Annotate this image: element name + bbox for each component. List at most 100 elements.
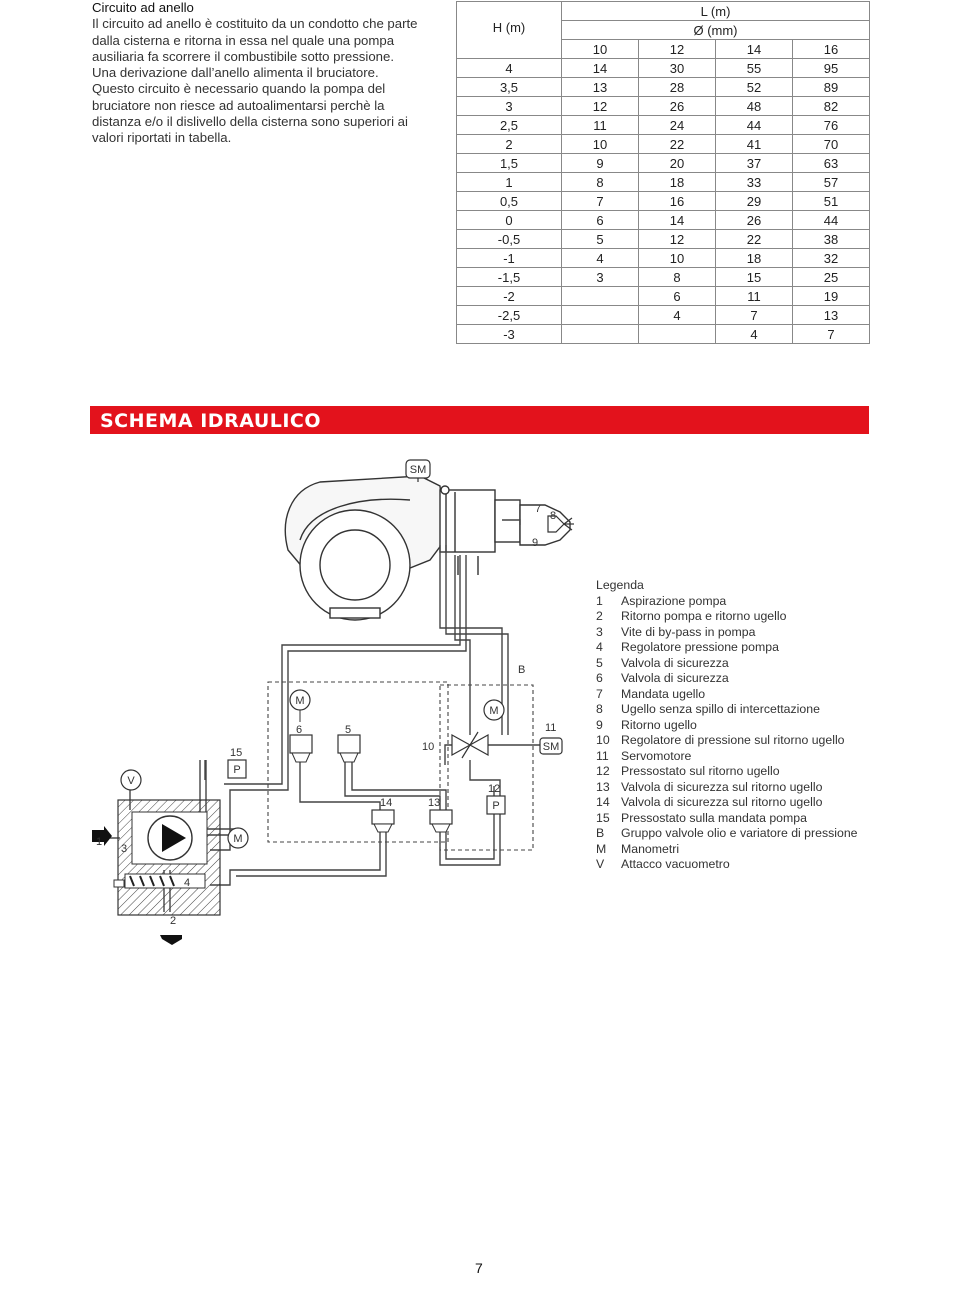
legend-text: Aspirazione pompa bbox=[621, 593, 727, 608]
table-value-cell: 13 bbox=[561, 77, 639, 97]
table-h-cell: -2,5 bbox=[456, 305, 562, 325]
label-13: 13 bbox=[428, 797, 440, 809]
table-diameter-cell: 14 bbox=[715, 39, 793, 59]
intro-paragraph-3: Questo circuito è necessario quando la p… bbox=[92, 81, 408, 146]
legend-item: 2 Ritorno pompa e ritorno ugello bbox=[596, 609, 858, 625]
table-h-cell: 3,5 bbox=[456, 77, 562, 97]
table-value-cell: 32 bbox=[792, 248, 870, 268]
intro-paragraph-2: Una derivazione dall’anello alimenta il … bbox=[92, 65, 379, 81]
table-value-cell: 30 bbox=[638, 58, 716, 78]
table-value-cell: 22 bbox=[715, 229, 793, 249]
table-value-cell: 14 bbox=[561, 58, 639, 78]
label-2: 2 bbox=[170, 915, 176, 927]
table-value-cell: 12 bbox=[561, 96, 639, 116]
table-h-cell: 0 bbox=[456, 210, 562, 230]
valve-13 bbox=[429, 809, 453, 833]
legend-key: 14 bbox=[596, 795, 610, 809]
manometer-valves: M bbox=[289, 689, 311, 722]
dashed-group-valves bbox=[267, 681, 449, 843]
outlet-arrow-icon bbox=[160, 935, 182, 945]
legend-item: 1 Aspirazione pompa bbox=[596, 594, 858, 610]
table-value-cell: 8 bbox=[638, 267, 716, 287]
pressure-regulator-10 bbox=[451, 731, 489, 759]
legend-key: 2 bbox=[596, 609, 603, 623]
table-value-cell: 51 bbox=[792, 191, 870, 211]
table-value-cell: 12 bbox=[638, 229, 716, 249]
page-number: 7 bbox=[475, 1260, 483, 1276]
label-4: 4 bbox=[184, 877, 190, 889]
legend-text: Regolatore pressione pompa bbox=[621, 640, 779, 654]
legend-key: 8 bbox=[596, 702, 603, 716]
table-value-cell: 6 bbox=[638, 286, 716, 306]
label-6: 6 bbox=[296, 724, 302, 736]
legend-text: Valvola di sicurezza sul ritorno ugello bbox=[621, 779, 823, 794]
burner-body bbox=[284, 475, 571, 621]
legend-key: 15 bbox=[596, 810, 610, 825]
legend-item: 8 Ugello senza spillo di intercettazione bbox=[596, 702, 858, 718]
label-m-pump: M bbox=[233, 833, 242, 845]
table-value-cell: 8 bbox=[561, 172, 639, 192]
legend-key: 1 bbox=[596, 593, 603, 608]
legend-text: Ritorno pompa e ritorno ugello bbox=[621, 609, 787, 623]
table-header-l: L (m) bbox=[561, 1, 870, 21]
legend-key: 12 bbox=[596, 764, 610, 778]
legend-item: 14 Valvola di sicurezza sul ritorno ugell… bbox=[596, 795, 858, 811]
table-h-cell: -1 bbox=[456, 248, 562, 268]
label-12: 12 bbox=[488, 783, 500, 795]
table-value-cell: 19 bbox=[792, 286, 870, 306]
table-value-cell: 15 bbox=[715, 267, 793, 287]
label-sm-top: SM bbox=[410, 464, 427, 476]
valve-14 bbox=[371, 809, 395, 833]
table-value-cell: 48 bbox=[715, 96, 793, 116]
legend-text: Attacco vacuometro bbox=[621, 857, 730, 871]
legend-text: Ugello senza spillo di intercettazione bbox=[621, 702, 820, 716]
table-value-cell: 7 bbox=[561, 191, 639, 211]
table-h-cell: 3 bbox=[456, 96, 562, 116]
table-value-cell bbox=[561, 305, 639, 325]
table-value-cell: 26 bbox=[715, 210, 793, 230]
table-h-cell: -0,5 bbox=[456, 229, 562, 249]
table-header-diameter: Ø (mm) bbox=[561, 20, 870, 40]
table-value-cell: 22 bbox=[638, 134, 716, 154]
legend-items: 1 Aspirazione pompa 2 Ritorno pompa e ritor… bbox=[596, 594, 858, 873]
servomotor-11: SM bbox=[539, 737, 563, 755]
legend-text: Gruppo valvole olio e variatore di press… bbox=[621, 826, 858, 840]
section-title: SCHEMA IDRAULICO bbox=[100, 410, 322, 432]
table-value-cell: 4 bbox=[561, 248, 639, 268]
table-value-cell: 89 bbox=[792, 77, 870, 97]
legend-text: Manometri bbox=[621, 841, 680, 856]
table-value-cell: 7 bbox=[792, 324, 870, 344]
valve-5 bbox=[337, 734, 361, 763]
legend-text: Regolatore di pressione sul ritorno ugel… bbox=[621, 733, 845, 747]
table-value-cell: 29 bbox=[715, 191, 793, 211]
legend-key: 5 bbox=[596, 655, 603, 670]
table-h-cell: 2 bbox=[456, 134, 562, 154]
label-m-valves: M bbox=[295, 695, 304, 707]
legend-text: Valvola di sicurezza sul ritorno ugello bbox=[621, 795, 823, 809]
legend-key: 6 bbox=[596, 671, 603, 685]
label-9: 9 bbox=[532, 537, 538, 549]
table-value-cell: 33 bbox=[715, 172, 793, 192]
table-value-cell: 26 bbox=[638, 96, 716, 116]
table-value-cell: 10 bbox=[638, 248, 716, 268]
label-8: 8 bbox=[550, 510, 556, 522]
table-h-cell: 2,5 bbox=[456, 115, 562, 135]
intro-text: Circuito ad anello Il circuito ad anello… bbox=[92, 0, 432, 147]
